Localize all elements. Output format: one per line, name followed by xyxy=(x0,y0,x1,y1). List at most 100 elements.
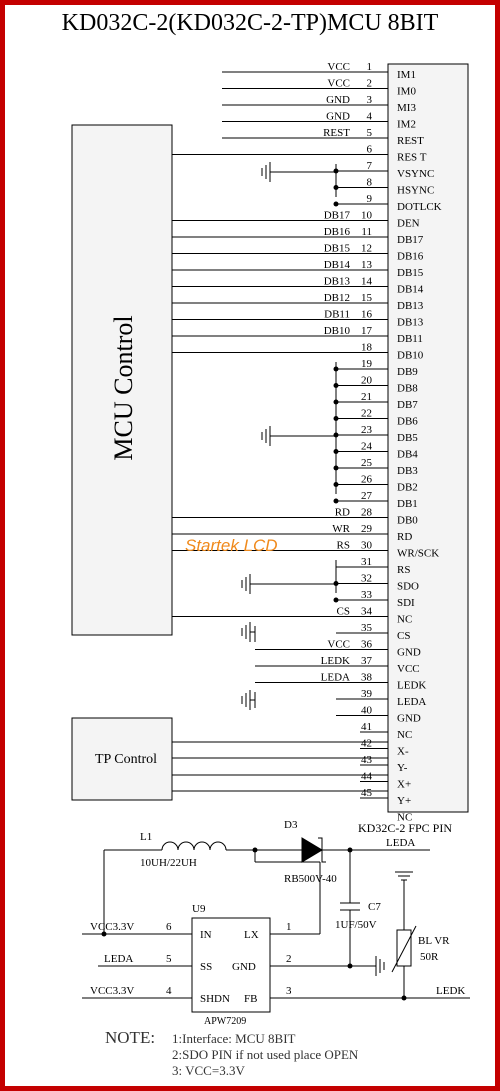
pin-net-label: LEDK xyxy=(321,655,350,667)
pin-net-label: DB16 xyxy=(324,226,351,238)
pin-number: 10 xyxy=(361,210,373,222)
pin-function-name: DB7 xyxy=(397,399,418,411)
pin-function-name: GND xyxy=(397,647,421,659)
pin-number: 23 xyxy=(361,424,373,436)
pin-junction-20 xyxy=(333,383,339,388)
pin-function-name: Y+ xyxy=(397,795,411,807)
note-line-3: 3: VCC=3.3V xyxy=(172,1063,245,1078)
ground-symbol-5 xyxy=(241,690,251,710)
pin-number: 34 xyxy=(361,606,373,618)
chip-left-num-1: 6 xyxy=(166,921,172,933)
pin-net-label: LEDA xyxy=(321,672,350,684)
pin-number: 22 xyxy=(361,408,372,420)
pin-junction-24 xyxy=(333,449,339,454)
junction-vcc xyxy=(101,931,107,937)
pin-number: 5 xyxy=(367,127,373,139)
chip-left-net-3: VCC3.3V xyxy=(90,985,134,997)
l1-value: 10UH/22UH xyxy=(140,857,197,869)
ground-symbol-top xyxy=(395,871,413,881)
chip-left-net-2: LEDA xyxy=(104,953,133,965)
pin-junction-22 xyxy=(333,416,339,421)
pin-function-name: SDO xyxy=(397,581,419,593)
chip-right-name-3: FB xyxy=(244,993,257,1005)
pin-function-name: DB6 xyxy=(397,416,418,428)
pin-number: 7 xyxy=(367,160,373,172)
note-label: NOTE: xyxy=(105,1028,156,1047)
pin-net-label: DB15 xyxy=(324,243,351,255)
pin-function-name: HSYNC xyxy=(397,185,434,197)
pin-number: 3 xyxy=(367,94,373,106)
ledk-label: LEDK xyxy=(436,985,465,997)
pin-function-name: CS xyxy=(397,630,410,642)
pin-junction-27 xyxy=(333,498,339,504)
pin-net-label: VCC xyxy=(327,639,350,651)
pin-number: 40 xyxy=(361,705,373,717)
pin-number: 6 xyxy=(367,144,373,156)
pin-number: 42 xyxy=(361,738,372,750)
pin-function-name: WR/SCK xyxy=(397,548,439,560)
pin-function-name: DB10 xyxy=(397,350,424,362)
pin-function-name: VSYNC xyxy=(397,168,434,180)
pin-number: 24 xyxy=(361,441,373,453)
chip-left-net-1: VCC3.3V xyxy=(90,921,134,933)
pin-number: 16 xyxy=(361,309,373,321)
pin-function-name: LEDK xyxy=(397,680,426,692)
pin-number: 32 xyxy=(361,573,372,585)
pin-number: 2 xyxy=(367,78,373,90)
pin-junction-8 xyxy=(333,185,339,190)
tp-control-label: TP Control xyxy=(95,752,157,767)
pin-function-name: DB5 xyxy=(397,432,418,444)
pin-net-label: GND xyxy=(326,94,350,106)
pin-function-name: DB8 xyxy=(397,383,418,395)
chip-right-num-3: 3 xyxy=(286,985,292,997)
pin-number: 11 xyxy=(361,226,372,238)
pin-function-name: DB17 xyxy=(397,234,424,246)
chip-left-num-3: 4 xyxy=(166,985,172,997)
pin-number: 4 xyxy=(367,111,373,123)
pin-function-name: DB15 xyxy=(397,267,424,279)
pin-net-label: VCC xyxy=(327,78,350,90)
pin-function-name: RS xyxy=(397,564,410,576)
pin-number: 36 xyxy=(361,639,373,651)
c7-label: C7 xyxy=(368,901,381,913)
pin-function-name: NC xyxy=(397,729,412,741)
pin-number: 29 xyxy=(361,523,373,535)
pin-number: 18 xyxy=(361,342,373,354)
pin-function-name: DB9 xyxy=(397,366,418,378)
ground-symbol-4 xyxy=(241,622,251,642)
pin-number: 13 xyxy=(361,259,373,271)
pin-function-name: REST xyxy=(397,135,424,147)
pin-net-label: RD xyxy=(335,507,350,519)
chip-left-name-1: IN xyxy=(200,929,212,941)
pin-number: 45 xyxy=(361,787,373,799)
ground-symbol-3 xyxy=(241,574,251,594)
pin-number: 8 xyxy=(367,177,373,189)
pin-number: 12 xyxy=(361,243,372,255)
pin-junction-9 xyxy=(333,201,339,207)
pin-number: 20 xyxy=(361,375,373,387)
page-title: KD032C-2(KD032C-2-TP)MCU 8BIT xyxy=(61,10,439,36)
pin-number: 33 xyxy=(361,589,373,601)
pin-function-name: DB11 xyxy=(397,333,423,345)
pin-function-name: NC xyxy=(397,812,412,824)
chip-left-num-2: 5 xyxy=(166,953,172,965)
bl-vr-label: BL VR xyxy=(418,935,450,947)
pin-number: 37 xyxy=(361,655,373,667)
pin-number: 17 xyxy=(361,325,373,337)
pin-net-label: DB17 xyxy=(324,210,351,222)
pin-junction-25 xyxy=(333,465,339,471)
pin-function-name: DB3 xyxy=(397,465,418,477)
pin-number: 28 xyxy=(361,507,373,519)
mcu-control-label: MCU Control xyxy=(109,315,138,460)
pin-number: 21 xyxy=(361,391,372,403)
pin-net-label: DB10 xyxy=(324,325,351,337)
pin-function-name: DB0 xyxy=(397,515,418,527)
bl-vr-arrow xyxy=(391,925,417,973)
pin-junction-7 xyxy=(333,168,339,174)
pin-net-label: DB14 xyxy=(324,259,351,271)
chip-u9 xyxy=(191,917,271,1013)
pin-number: 19 xyxy=(361,358,373,370)
pin-function-name: DOTLCK xyxy=(397,201,442,213)
pin-net-label: VCC xyxy=(327,61,350,73)
chip-left-name-2: SS xyxy=(200,961,212,973)
